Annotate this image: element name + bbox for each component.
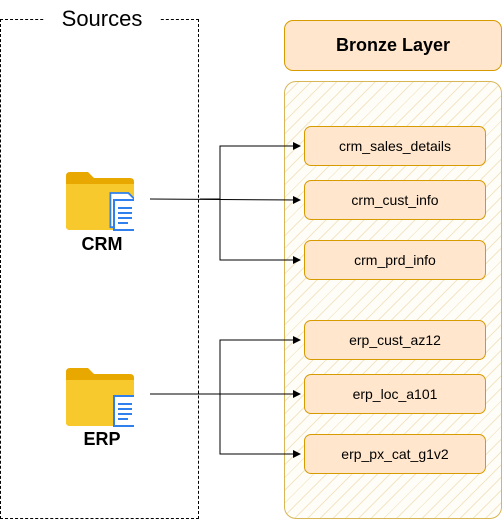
arrow-crm-to-crm-cust-info: [149, 195, 301, 204]
table-box-erp-cust-az12: erp_cust_az12: [304, 320, 486, 360]
arrow-erp-to-erp-px-cat-g1v2: [200, 393, 301, 458]
erp-folder-document-icon: [64, 366, 137, 428]
bronze-layer-header: Bronze Layer: [284, 20, 502, 71]
arrow-erp-to-erp-cust-az12: [200, 336, 301, 395]
table-box-crm-prd-info: crm_prd_info: [304, 240, 486, 280]
table-box-crm-sales-details: crm_sales_details: [304, 126, 486, 166]
crm-label: CRM: [81, 234, 123, 254]
crm-folder-document-icon: [64, 170, 137, 232]
arrow-crm-to-crm-sales-details: [200, 142, 301, 200]
table-box-erp-px-cat-g1v2: erp_px_cat_g1v2: [304, 434, 486, 474]
erp-label: ERP: [83, 429, 121, 449]
table-box-erp-loc-a101: erp_loc_a101: [304, 374, 486, 414]
table-box-crm-cust-info: crm_cust_info: [304, 180, 486, 220]
arrow-crm-to-crm-prd-info: [200, 198, 301, 264]
sources-title: Sources: [44, 4, 160, 34]
